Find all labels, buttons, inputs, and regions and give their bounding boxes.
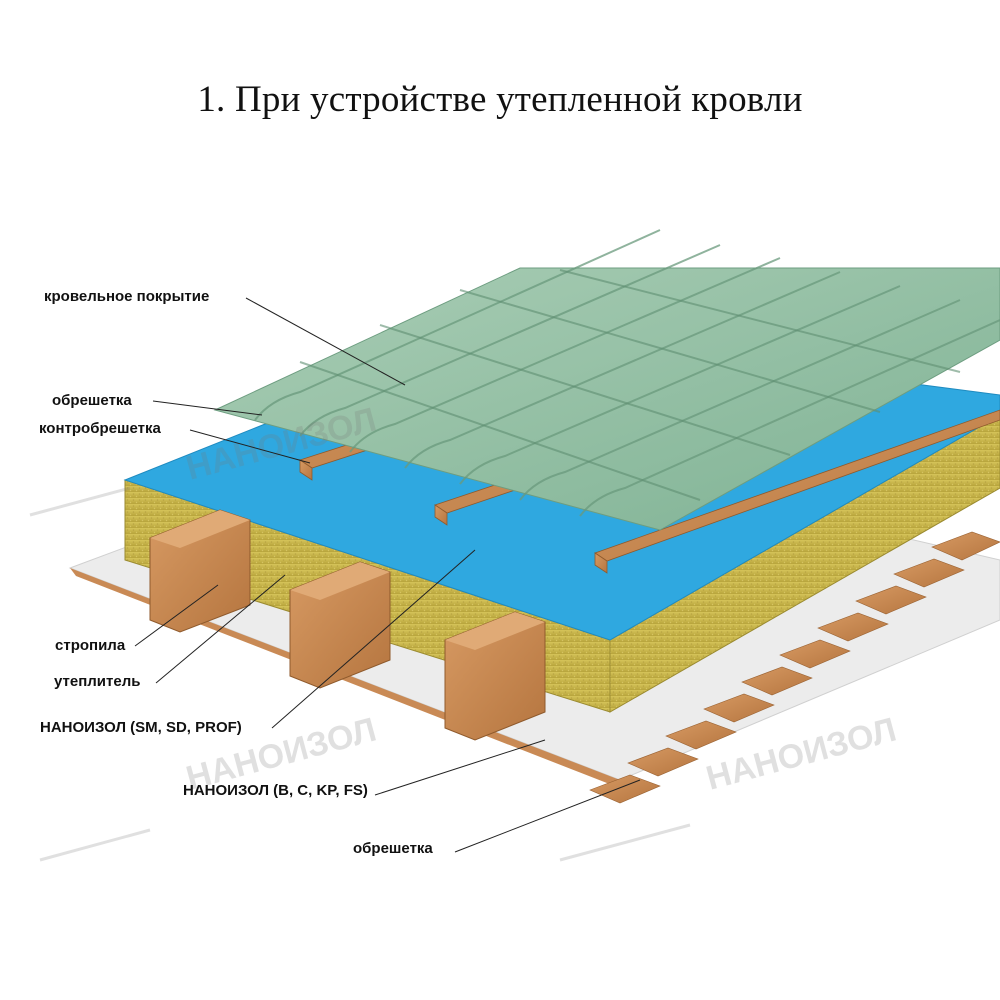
roof-ribs (254, 229, 1000, 517)
page-title: 1. При устройстве утепленной кровли (197, 79, 803, 120)
sheet-wood-edge (70, 568, 630, 792)
label-insulation: утеплитель (54, 673, 141, 690)
label-batten-bottom: обрешетка (353, 840, 433, 857)
leader-lines (134, 297, 641, 853)
label-batten-top: обрешетка (52, 392, 132, 409)
label-roofing: кровельное покрытие (44, 288, 210, 305)
label-rafters: стропила (55, 637, 126, 654)
bottom-battens (589, 531, 1000, 804)
roof-steps (299, 269, 961, 501)
label-membrane-bottom: НАНОИЗОЛ (B, C, KP, FS) (183, 782, 368, 799)
label-membrane-top: НАНОИЗОЛ (SM, SD, PROF) (40, 719, 242, 736)
label-counter-batten: контробрешетка (39, 420, 161, 437)
rafters (149, 509, 546, 741)
